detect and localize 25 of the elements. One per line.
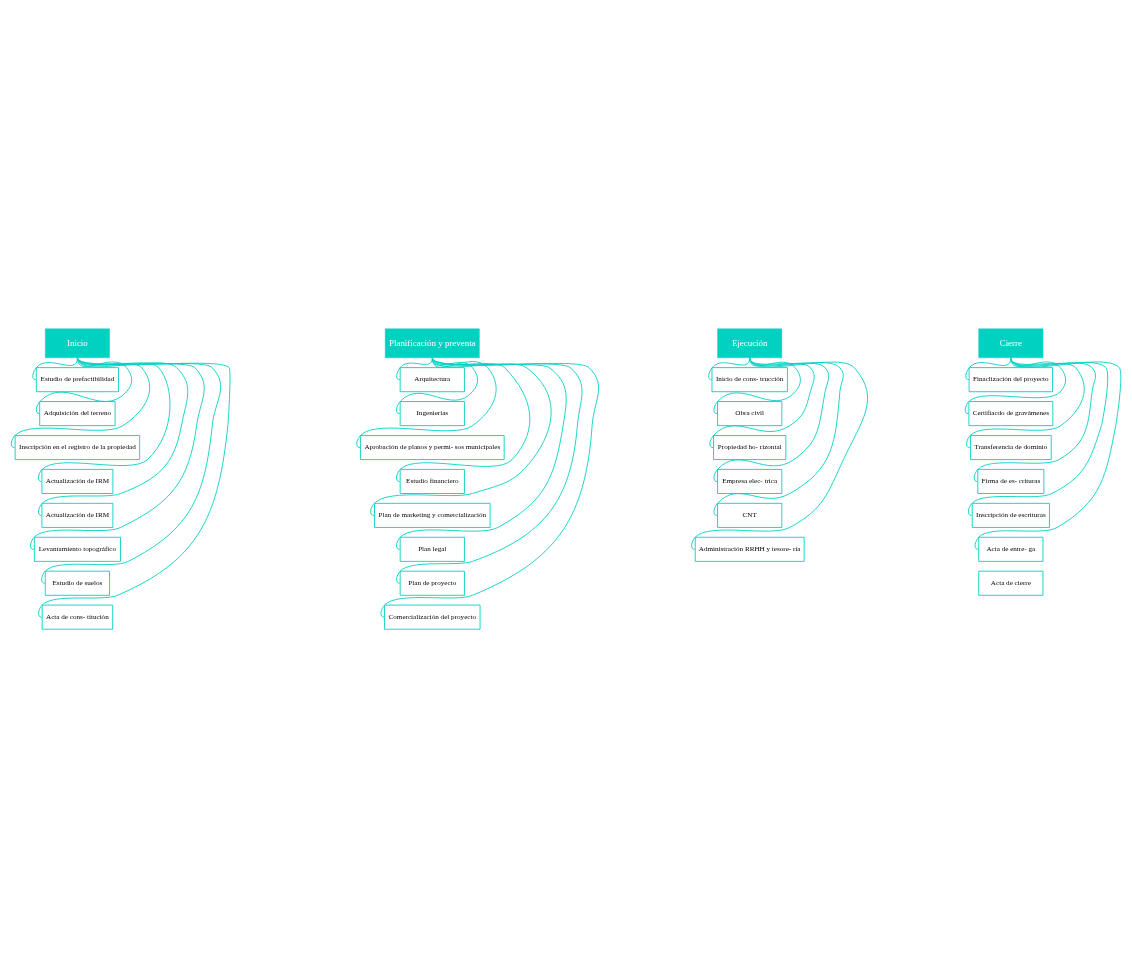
connector [396,357,531,482]
connector [964,357,1067,415]
connector [38,357,189,516]
connector [713,357,830,482]
connector [356,357,497,448]
connector [713,357,801,415]
connector [691,357,868,550]
connector [396,357,567,550]
node-box: Ejecución [717,328,783,359]
connector [709,357,815,448]
connector [396,357,479,415]
connector [974,357,1122,550]
connector [38,357,231,618]
node-box: Inicio [45,328,110,359]
connector [396,357,583,584]
connector [32,357,78,381]
connector [967,357,1109,516]
connector [30,357,205,550]
connector [10,357,151,448]
node-box: Planificación y preventa [384,328,480,359]
connector [380,357,600,618]
node-box: Cierre [978,328,1044,359]
connector [966,357,1085,448]
connector [713,357,844,516]
connector [396,357,433,381]
